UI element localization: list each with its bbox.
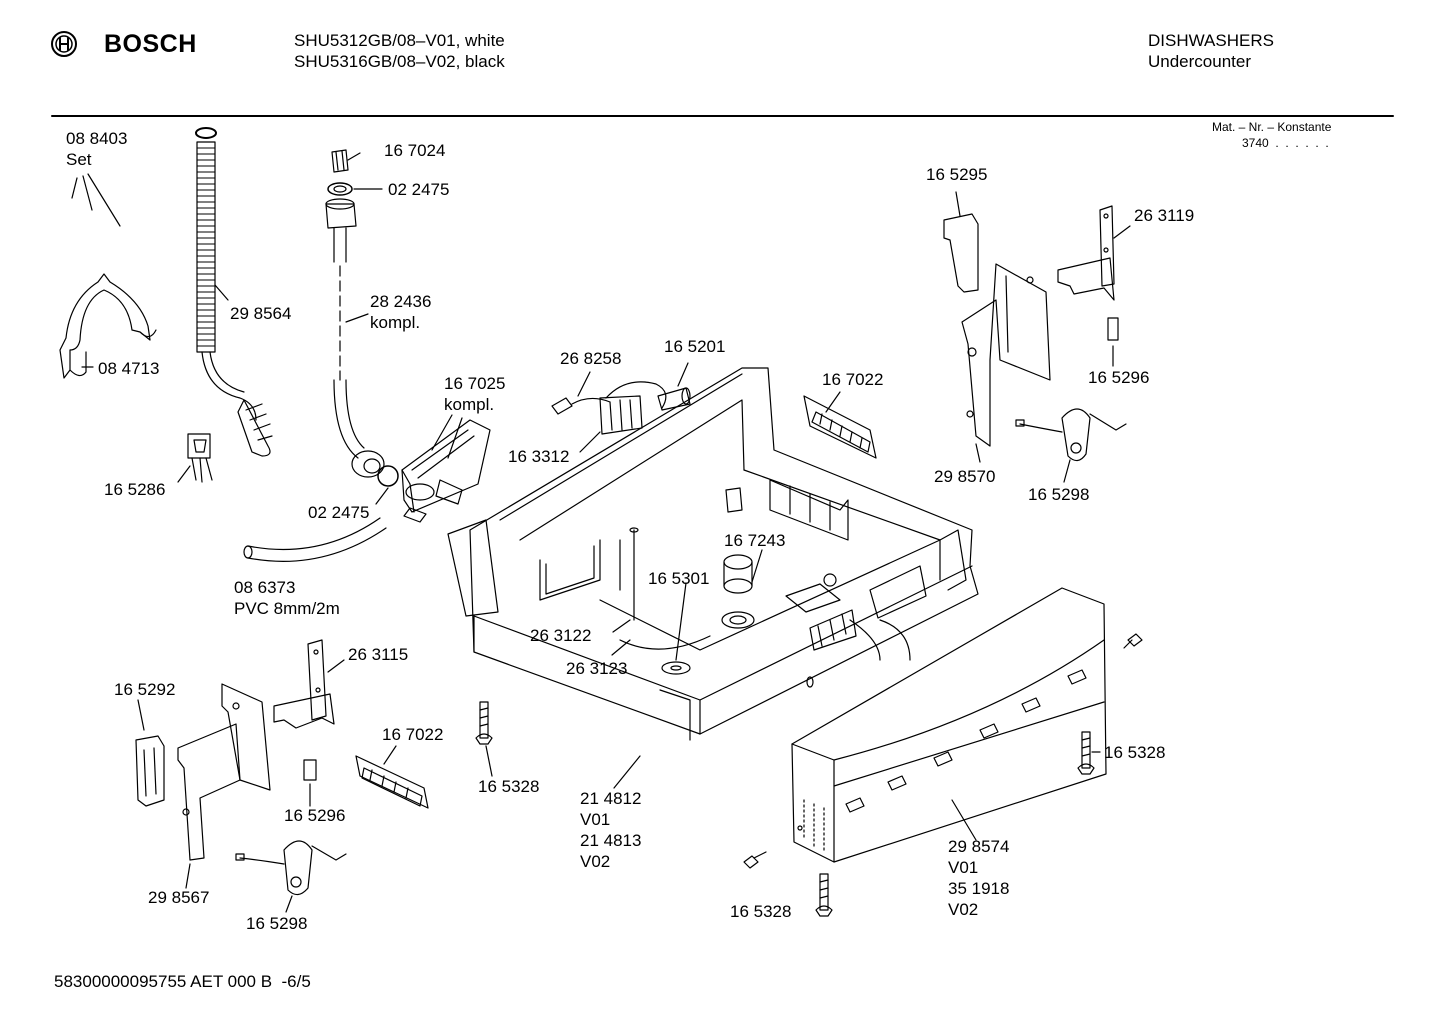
kick-plate <box>791 587 1107 863</box>
part-label: 26 3115 <box>348 645 409 664</box>
konstante-value: 3740 . . . . . . <box>1242 136 1329 150</box>
part-label: kompl. <box>370 313 421 332</box>
part-label: 26 3119 <box>1134 206 1195 225</box>
part-label: 16 7243 <box>724 531 786 550</box>
part-label: V02 <box>948 900 979 919</box>
part-label: 26 3123 <box>566 659 628 678</box>
model-line-2: SHU5316GB/08–V02, black <box>294 52 505 71</box>
part-label: 16 7022 <box>382 725 444 744</box>
part-label: 16 7024 <box>384 141 446 160</box>
screw-bottom <box>815 873 833 917</box>
category-subtitle: Undercounter <box>1148 52 1252 71</box>
part-label: 08 4713 <box>98 359 160 378</box>
part-label: 16 5328 <box>730 902 792 921</box>
part-label: 08 6373 <box>234 578 296 597</box>
part-label: 16 3312 <box>508 447 570 466</box>
small-screw-icon <box>743 633 1143 869</box>
part-label: Set <box>66 150 92 169</box>
part-label: 21 4812 <box>580 789 642 808</box>
part-label: 16 5286 <box>104 480 166 499</box>
part-label: 29 8574 <box>948 837 1010 856</box>
bosch-logo-icon <box>51 31 77 57</box>
part-label: 02 2475 <box>388 180 450 199</box>
part-label: PVC 8mm/2m <box>234 599 340 618</box>
left-hinge-bracket <box>135 639 335 861</box>
hinge-spring-right <box>803 395 877 459</box>
part-label: 16 5298 <box>1028 485 1090 504</box>
screw-right <box>1077 731 1095 775</box>
inlet-fittings <box>325 149 399 487</box>
part-label: V01 <box>948 858 979 877</box>
screw-center <box>475 701 493 745</box>
part-label: 16 5296 <box>284 806 346 825</box>
part-label: 16 7022 <box>822 370 884 389</box>
hinge-spring-left <box>355 755 429 809</box>
part-label: 26 3122 <box>530 626 592 645</box>
part-label: 29 8567 <box>148 888 210 907</box>
part-label: V01 <box>580 810 611 829</box>
part-label: 02 2475 <box>308 503 370 522</box>
part-label: 16 5292 <box>114 680 176 699</box>
model-line-1: SHU5312GB/08–V01, white <box>294 31 505 50</box>
base-tub <box>447 367 979 741</box>
part-label: 08 8403 <box>66 129 128 148</box>
part-label: 16 5295 <box>926 165 988 184</box>
part-label: 16 5201 <box>664 337 726 356</box>
document-code: 58300000095755 AET 000 B -6/5 <box>54 972 311 991</box>
part-label: V02 <box>580 852 611 871</box>
right-hinge-bracket <box>943 205 1119 447</box>
wiring-harness-top <box>551 381 691 435</box>
door-hinge-cam-left <box>235 840 347 896</box>
door-hinge-cam-right <box>1015 408 1127 462</box>
category-title: DISHWASHERS <box>1148 31 1274 50</box>
part-label: 28 2436 <box>370 292 432 311</box>
part-label: 16 5328 <box>1104 743 1166 762</box>
part-label: 16 5301 <box>648 569 710 588</box>
clip-part <box>59 273 157 379</box>
part-label: 35 1918 <box>948 879 1010 898</box>
part-label: 16 5296 <box>1088 368 1150 387</box>
inlet-valve-assembly <box>401 419 491 523</box>
part-label: 16 7025 <box>444 374 506 393</box>
part-label: 26 8258 <box>560 349 622 368</box>
part-label: 29 8570 <box>934 467 996 486</box>
part-label: 21 4813 <box>580 831 642 850</box>
konstante-label: Mat. – Nr. – Konstante <box>1212 120 1332 134</box>
part-label: 16 5328 <box>478 777 540 796</box>
corrugated-hose <box>195 127 273 457</box>
check-valve-part <box>187 433 213 483</box>
part-label: kompl. <box>444 395 495 414</box>
part-label: 16 5298 <box>246 914 308 933</box>
part-label: 29 8564 <box>230 304 292 323</box>
brand-name: BOSCH <box>104 30 197 58</box>
drain-hose <box>243 517 387 562</box>
